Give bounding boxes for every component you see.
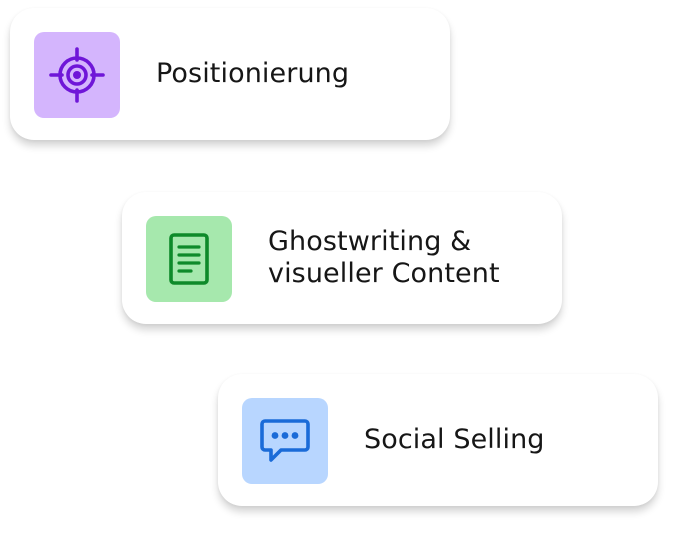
service-label-line: Social Selling <box>364 424 545 455</box>
chat-bubble-icon <box>260 419 310 462</box>
service-label-line: visueller Content <box>268 258 500 289</box>
service-card-social-selling: Social Selling <box>218 374 658 506</box>
target-icon <box>49 47 105 103</box>
service-label: Social Selling <box>364 374 638 506</box>
service-card-positionierung: Positionierung <box>10 8 450 140</box>
service-label: Ghostwriting & visueller Content <box>268 192 542 324</box>
document-icon <box>169 233 209 285</box>
icon-tile-positionierung <box>34 32 120 118</box>
icon-tile-social-selling <box>242 398 328 484</box>
service-label: Positionierung <box>156 8 430 140</box>
service-label-line: Positionierung <box>156 58 350 89</box>
service-label-line: Ghostwriting & <box>268 226 472 257</box>
service-card-ghostwriting: Ghostwriting & visueller Content <box>122 192 562 324</box>
icon-tile-ghostwriting <box>146 216 232 302</box>
